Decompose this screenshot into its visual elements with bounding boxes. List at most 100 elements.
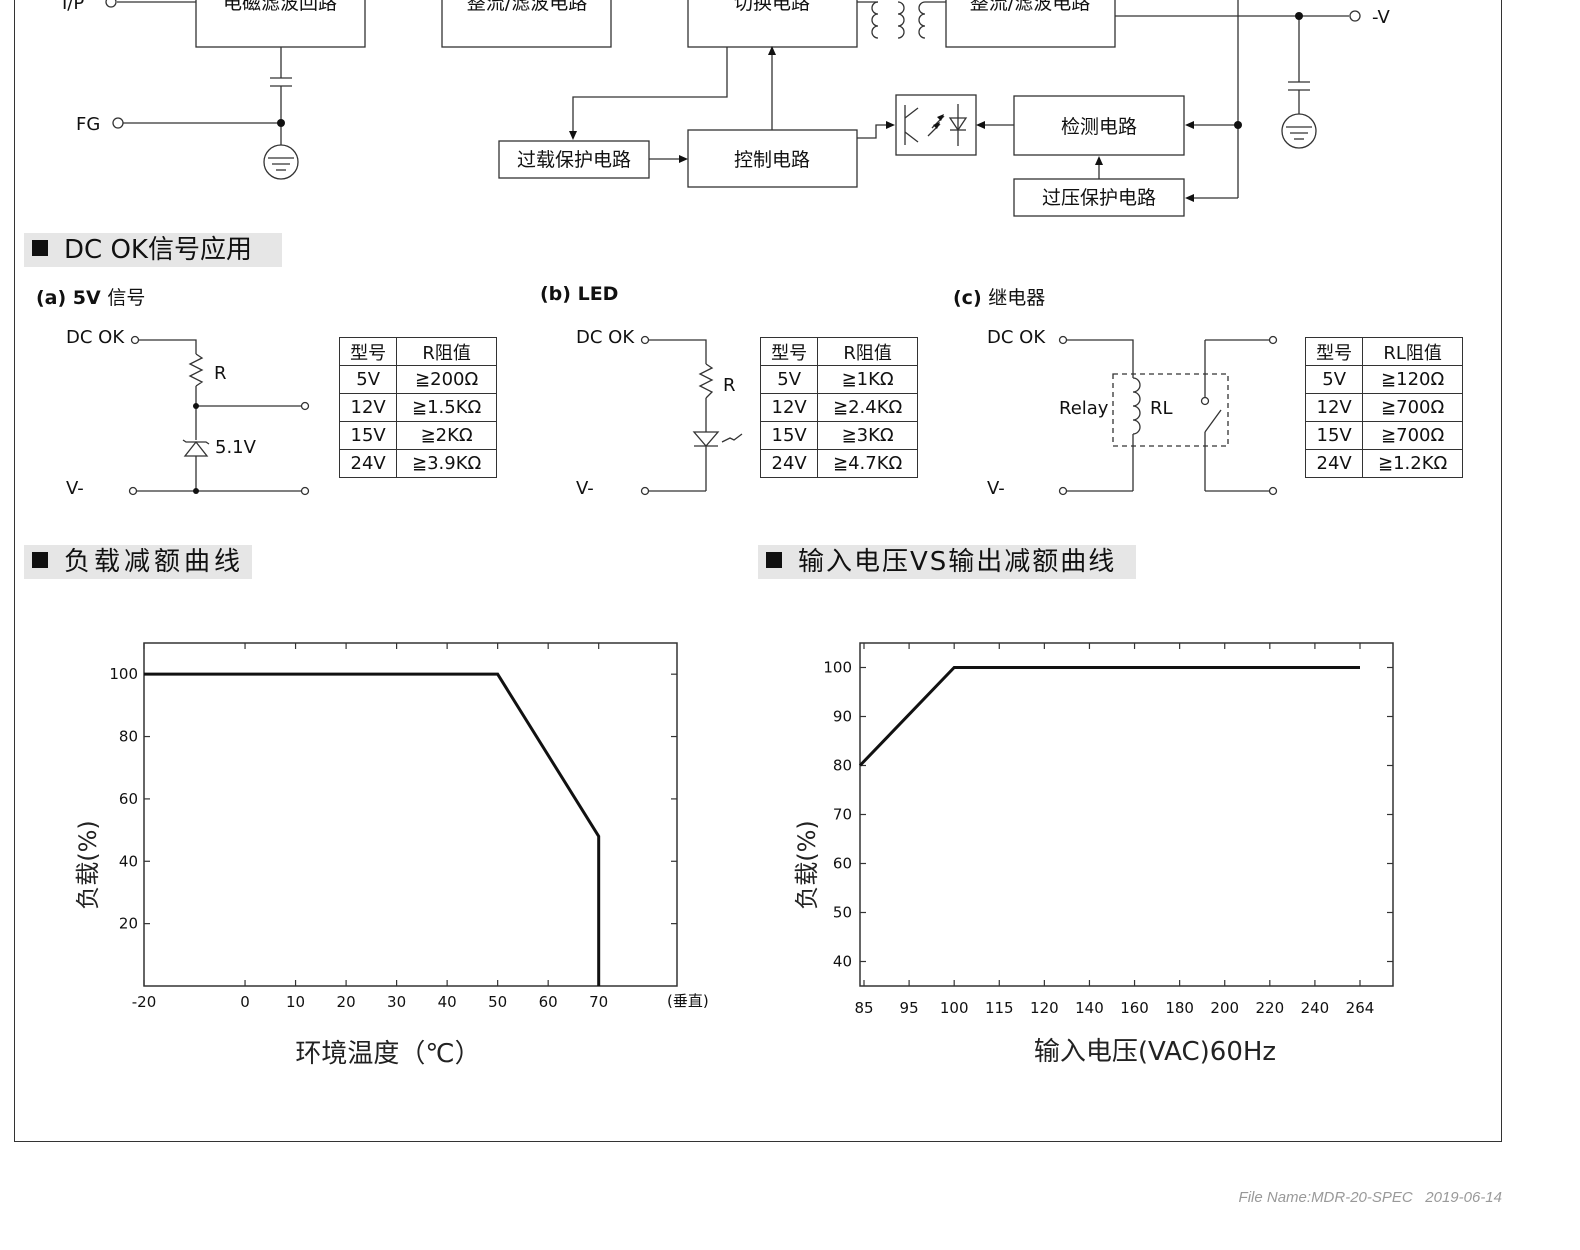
x-tick-label: 120 [1030,999,1059,1017]
footer-date: 2019-06-14 [1425,1189,1502,1206]
x-tick-label: 85 [854,999,873,1017]
dcok-b-dcok-label: DC OK [576,327,635,348]
dcok-circuits: DC OK V- R 5.1V DC OK V- R DC OK V- Rela… [66,327,1278,499]
y-tick-label: 60 [119,790,138,808]
rect-filter-box-1 [441,0,612,48]
table-header: R阻值 [396,337,497,366]
control-label: 控制电路 [734,149,810,171]
dcok-c-title: (c) 继电器 [953,287,1046,309]
x-tick-label: 140 [1075,999,1104,1017]
plot-frame [143,642,678,987]
x-tick-label: 160 [1120,999,1149,1017]
derating-section-title: 负载减额曲线 [24,545,252,579]
corner-note: (垂直) [667,992,709,1010]
table-row: 15V≧2KΩ [338,421,497,450]
y-tick-label: 100 [109,665,138,683]
table-header: RL阻值 [1362,337,1463,366]
dcok-section-title: DC OK信号应用 [24,233,282,267]
dcok-c-vminus-label: V- [987,478,1005,499]
table-header: 型号 [338,337,398,366]
dcok-a-title: (a) 5V 信号 [36,287,146,309]
footer-file-name: File Name:MDR-20-SPEC [1238,1189,1413,1206]
switching-label: 切换电路 [734,0,810,14]
square-bullet-icon [32,239,48,256]
rect-filter-box-2 [945,0,1116,48]
table-row: 24V≧1.2KΩ [1304,449,1463,478]
dcok-b-r-label: R [723,375,736,396]
x-tick-label: 40 [438,993,457,1011]
table-row: 24V≧4.7KΩ [759,449,918,478]
y-tick-label: 60 [833,855,852,873]
dcok-c-relay-label: Relay [1059,398,1109,419]
x-tick-label: 240 [1301,999,1330,1017]
table-row: 15V≧3KΩ [759,421,918,450]
overload-protect-label: 过载保护电路 [517,149,631,171]
y-tick-label: 20 [119,915,138,933]
table-row: 12V≧1.5KΩ [338,393,497,422]
y-axis-label: 负载(%) [74,820,102,910]
square-bullet-icon [766,551,782,568]
table-header: 型号 [759,337,819,366]
x-tick-label: 10 [286,993,305,1011]
switching-box [687,0,858,48]
x-tick-label: 0 [240,993,250,1011]
x-tick-label: 100 [940,999,969,1017]
table-row: 24V≧3.9KΩ [338,449,497,478]
x-tick-label: 50 [488,993,507,1011]
y-tick-label: 90 [833,708,852,726]
x-tick-label: 180 [1165,999,1194,1017]
table-row: 5V≧1KΩ [759,365,918,394]
dcok-a-zener-label: 5.1V [215,437,257,458]
fg-label: FG [76,114,100,135]
detection-label: 检测电路 [1061,116,1137,138]
y-tick-label: 80 [119,728,138,746]
dcok-b-vminus-label: V- [576,478,594,499]
table-row: 12V≧2.4KΩ [759,393,918,422]
y-tick-label: 80 [833,757,852,775]
input-voltage-derating-chart: 85 95 100 115 120 140 160 180 200 220 240 264 40 50 60… [793,642,1394,1067]
x-tick-label: 30 [387,993,406,1011]
table-header: 型号 [1304,337,1364,366]
block-diagram: 电磁滤波回路 整流/滤波电路 切换电路 整流/滤波电路 过载保护电路 控制电路 … [62,0,1390,217]
series-line [144,672,601,986]
x-tick-label: 95 [900,999,919,1017]
y-tick-label: 40 [833,953,852,971]
minus-v-label: -V [1372,7,1390,28]
overvoltage-protect-label: 过压保护电路 [1042,187,1156,209]
y-tick-label: 40 [119,852,138,870]
x-tick-label: 70 [589,993,608,1011]
x-axis-label: 输入电压(VAC)60Hz [1034,1037,1276,1067]
dcok-b-title: (b) LED [540,283,619,305]
series-line [858,666,1360,767]
x-tick-label: 200 [1210,999,1239,1017]
x-tick-label: 60 [539,993,558,1011]
page-frame [14,0,1502,1142]
dcok-a-dcok-label: DC OK [66,327,125,348]
x-axis-label: 环境温度（℃） [295,1039,480,1069]
x-tick-label: -20 [132,993,157,1011]
dcok-a-vminus-label: V- [66,478,84,499]
plot-frame [859,642,1394,987]
table-row: 12V≧700Ω [1304,393,1463,422]
table-row: 5V≧200Ω [338,365,497,394]
table-row: 5V≧120Ω [1304,365,1463,394]
y-tick-label: 70 [833,806,852,824]
x-tick-label: 220 [1255,999,1284,1017]
y-tick-label: 50 [833,904,852,922]
input-derating-section-title: 输入电压VS输出减额曲线 [758,545,1136,579]
dcok-a-r-label: R [214,363,227,384]
dcok-c-dcok-label: DC OK [987,327,1046,348]
emi-filter-label: 电磁滤波回路 [223,0,337,14]
rect-filter-label-1: 整流/滤波电路 [467,0,587,14]
x-tick-label: 264 [1346,999,1375,1017]
x-tick-label: 115 [985,999,1014,1017]
rect-filter-label-2: 整流/滤波电路 [970,0,1090,14]
dcok-c-rl-label: RL [1150,398,1173,419]
ip-label: I/P [62,0,84,14]
y-axis-label: 负载(%) [793,820,821,910]
footer: File Name:MDR-20-SPEC 2019-06-14 [1239,1189,1502,1206]
